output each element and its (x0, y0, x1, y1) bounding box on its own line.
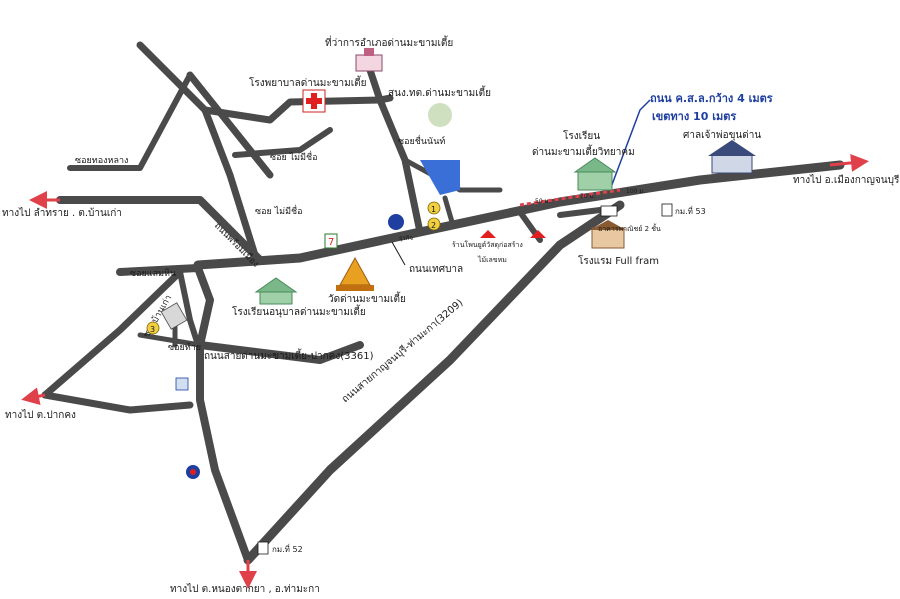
callout-leader (609, 99, 651, 191)
road-3209 (243, 200, 625, 565)
soi-tai-label: ซอยท้าย (168, 342, 201, 353)
dist100-label: 100 ม. (626, 188, 645, 195)
road-thonglang (67, 72, 193, 171)
highlighted-lane (519, 188, 621, 207)
road-west-highway (56, 196, 264, 264)
hotel-label: โรงแรม Full fram (578, 254, 659, 267)
commercial-icon (600, 205, 618, 217)
soi-mai-mi-chue-2-label: ซอย ไม่มีชื่อ (255, 204, 303, 217)
shop-label-2: ไม้เลขหม (477, 255, 507, 264)
school-bottom-icon (254, 277, 298, 305)
hospital-icon (302, 89, 326, 113)
road-district (366, 66, 424, 236)
svg-text:7: 7 (328, 237, 334, 248)
bank-icon (388, 214, 404, 230)
soi-thonglang-label: ซอยทองหลาง (75, 156, 128, 166)
school-top-label: โรงเรียน (563, 129, 600, 142)
marker-1: 1 (427, 201, 441, 215)
marker-2: 2 (427, 217, 441, 231)
stairs-icon (160, 302, 188, 330)
km53-label: กม.ที่ 53 (675, 205, 706, 216)
to-pakkong-label: ทางไป ต.ปากคง (5, 409, 76, 421)
dist70-label: 70 ม. (580, 193, 595, 200)
road-tai (137, 332, 203, 348)
soi-saemhin-label: ซอยแสมหิน (130, 268, 176, 279)
road-main-highway (193, 160, 845, 270)
marker-3: 3 (146, 321, 160, 335)
shrine-icon (708, 140, 756, 174)
school-bottom-label: โรงเรียนอนุบาลด่านมะขามเตี้ย (232, 304, 366, 318)
school-top-icon (573, 157, 617, 191)
building-icon (175, 377, 189, 391)
km53-marker-icon (661, 203, 673, 217)
road-short-spur (442, 195, 455, 225)
soi-chuen-nan-label: ซอยชื่นนันท์ (398, 134, 445, 147)
km52-label: กม.ที่ 52 (272, 543, 303, 554)
arrow-southwest (21, 387, 46, 406)
road-hospital (201, 94, 394, 124)
arrow-east (829, 153, 869, 172)
temple-label: วัดด่านมะขามเตี้ย (328, 291, 406, 305)
direction-arrows (21, 153, 869, 589)
road-pakkong (41, 268, 184, 399)
district-office-icon (355, 48, 383, 72)
municipal-office-label: สนง.ทต.ด่านมะขามเตี้ย (388, 85, 491, 99)
to-lamthap-label: ทางไป ลำทราย . ต.บ้านเก่า (2, 207, 122, 219)
school-top-label-2: ด่านมะขามเตี้ยวิทยาคม (532, 144, 635, 158)
callout-width-label: ถนน ค.ส.ล.กว้าง 4 เมตร (650, 92, 773, 105)
km52-marker-icon (257, 541, 269, 555)
road-upper-left-1 (136, 41, 259, 259)
road-town-connector (557, 207, 603, 218)
bank-label: ธุรกิจ (399, 235, 413, 242)
road-thesaban-label: ถนนเทศบาล (409, 264, 463, 275)
shop-icon (480, 230, 496, 238)
shrine-label: ศาลเจ้าพ่อขุนด่าน (683, 129, 761, 141)
road-3361-east (196, 341, 364, 364)
callout-zone-label: เขตทาง 10 เมตร (652, 110, 736, 123)
shop-icon-2 (530, 230, 546, 238)
road-saemhin (177, 269, 201, 348)
dist50-label: 50 ม. (535, 198, 550, 205)
to-bottom-label: ทางไป ต.หนองตากยา , อ.ท่ามะกา (170, 583, 320, 595)
hospital-label: โรงพยาบาลด่านมะขามเตี้ย (249, 75, 367, 89)
svg-text:1: 1 (431, 205, 436, 214)
svg-text:3: 3 (150, 325, 155, 334)
district-office-label: ที่ว่าการอำเภอด่านมะขามเตี้ย (325, 35, 453, 49)
temple-icon (336, 256, 374, 291)
road-upper-left-2 (186, 71, 274, 179)
seven-eleven-icon: 7 (324, 233, 338, 249)
hotel-icon (590, 220, 626, 249)
shop-label: ร้านโพนยูต์วัสดุก่อสร้าง (452, 240, 523, 249)
road-3361-label: ถนนสายด่านมะขามเตี้ย-ปากคง(3361) (204, 348, 374, 362)
commercial-label: อาคารพาณิชย์ 2 ชั้น (598, 222, 661, 233)
park-icon (428, 103, 452, 127)
soi-mai-mi-chue-1-label: ซอย ไม่มีชื่อ (270, 150, 318, 163)
gas-station-flame-icon (190, 469, 196, 475)
thesaban-leader (391, 241, 406, 266)
pond-icon (420, 160, 460, 195)
road-network (41, 41, 845, 565)
svg-text:2: 2 (431, 221, 436, 230)
road-lower-left (41, 391, 194, 414)
road-mai-mi-chue (232, 127, 333, 158)
to-kanchanaburi-label: ทางไป อ.เมืองกาญจนบุรี (793, 174, 900, 186)
